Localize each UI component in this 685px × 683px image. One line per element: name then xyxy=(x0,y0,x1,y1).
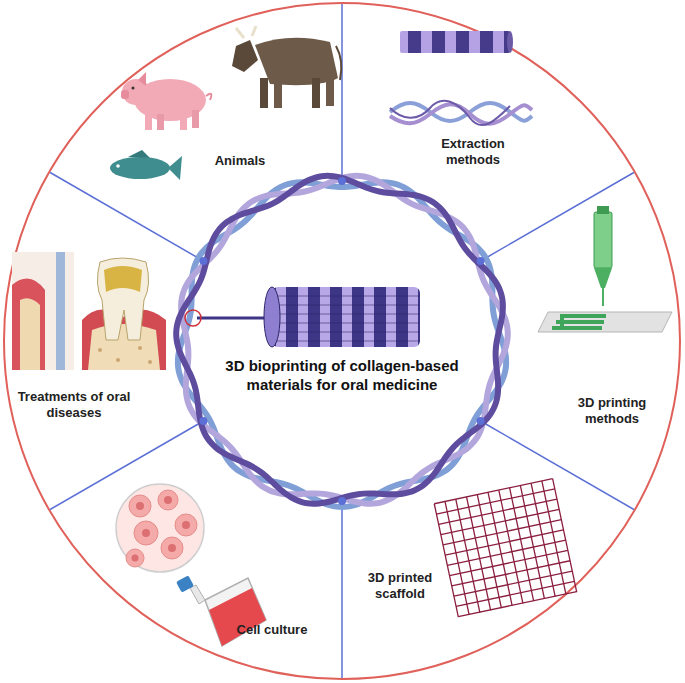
sector-label: Animals xyxy=(195,153,285,169)
sector-text: Treatments of oral diseases xyxy=(15,389,133,421)
divider-dot xyxy=(338,497,346,505)
sector-label: 3D printed scaffold xyxy=(350,570,450,602)
cow-icon xyxy=(232,26,341,108)
sector-label: 3D printing methods xyxy=(562,395,662,427)
divider-dot xyxy=(477,257,485,265)
sector-label: Treatments of oral diseases xyxy=(15,389,133,421)
divider-dot xyxy=(338,177,346,185)
grid-line xyxy=(458,592,576,617)
fish-icon xyxy=(110,150,182,180)
collagen-fibril xyxy=(185,287,420,347)
sector-label: Cell culture xyxy=(217,622,327,638)
divider-dot xyxy=(199,417,207,425)
sector-text: 3D printing methods xyxy=(562,395,662,427)
cells-icon xyxy=(116,484,204,572)
divider-line xyxy=(341,4,343,179)
fiber-icon xyxy=(400,31,513,53)
grid-line xyxy=(454,571,572,596)
sector-text: Extraction methods xyxy=(428,136,518,168)
sector-label: Extraction methods xyxy=(428,136,518,168)
pig-icon xyxy=(121,72,211,130)
sector-text: Cell culture xyxy=(217,622,327,638)
divider-dot xyxy=(477,417,485,425)
tooth-icon xyxy=(82,258,166,370)
grid-line xyxy=(456,581,574,606)
divider-dot xyxy=(199,257,207,265)
divider-line xyxy=(50,173,202,261)
divider-line xyxy=(341,503,343,678)
scaffold-grid xyxy=(434,479,576,618)
triple-helix xyxy=(390,101,532,125)
braided-ring xyxy=(176,176,508,507)
collagen-strand xyxy=(176,176,503,504)
outer-circle xyxy=(4,3,680,679)
divider-line xyxy=(482,422,634,510)
diagram-title: 3D bioprinting of collagen-based materia… xyxy=(192,356,492,394)
gum-section xyxy=(12,252,74,370)
printer-icon xyxy=(538,206,672,332)
sector-text: 3D printed scaffold xyxy=(350,570,450,602)
grid-line xyxy=(542,481,566,594)
sector-text: Animals xyxy=(195,153,285,169)
sector-dividers xyxy=(50,4,634,678)
grid-line xyxy=(553,479,577,592)
